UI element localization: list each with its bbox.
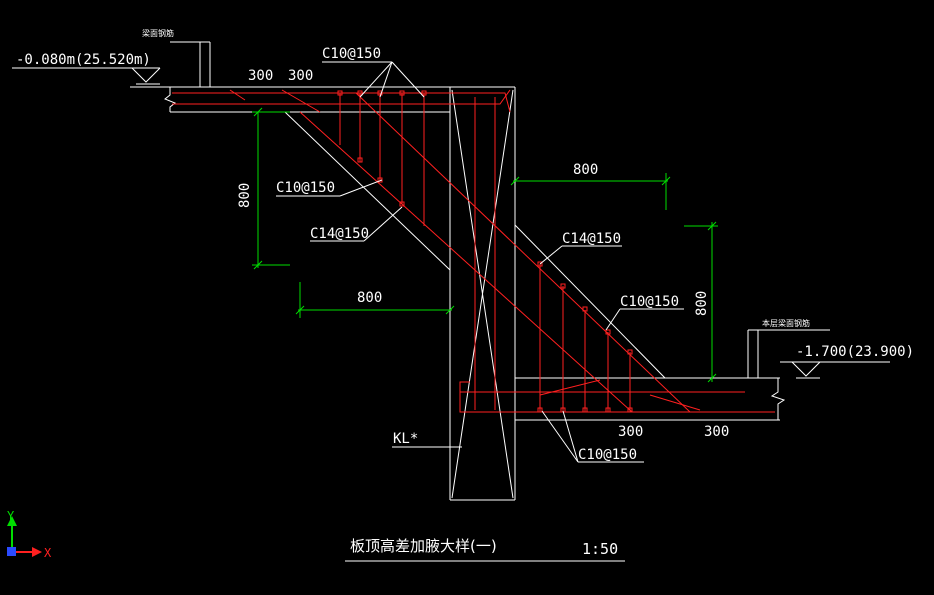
rebar (172, 89, 775, 413)
ucs-x-label: X (44, 546, 52, 560)
dim-left-800-horizontal: 800 (357, 290, 382, 306)
leaders (276, 61, 684, 463)
callout-right-c14: C14@150 (562, 231, 621, 247)
elevation-marker-upper: -0.080m(25.520m) (12, 52, 161, 85)
ucs-origin-icon (7, 547, 16, 556)
callout-top-c10: C10@150 (322, 46, 381, 62)
elevation-marker-lower: -1.700(23.900) (780, 344, 914, 379)
callout-kl: KL* (393, 431, 418, 447)
dim-top-300b: 300 (288, 68, 313, 84)
drawing-scale: 1:50 (582, 540, 618, 558)
elevation-lower-text: -1.700(23.900) (796, 344, 914, 360)
ucs-y-label: Y (7, 509, 15, 523)
dim-left-800-vertical: 800 (237, 183, 253, 208)
ucs-icon: Y X (7, 509, 52, 560)
drawing-title: 板顶高差加腋大样(一) (350, 537, 497, 555)
dim-right-800-vertical: 800 (694, 291, 710, 316)
note-lower: 本层梁面钢筋 (762, 318, 810, 328)
callout-left-c10: C10@150 (276, 180, 335, 196)
note-upper: 梁面钢筋 (142, 28, 174, 38)
elevation-upper-text: -0.080m(25.520m) (16, 52, 151, 68)
dimensions (252, 107, 718, 383)
callout-right-c10: C10@150 (620, 294, 679, 310)
dim-top-300a: 300 (248, 68, 273, 84)
concrete-outline (130, 41, 830, 501)
callout-bottom-c10: C10@150 (578, 447, 637, 463)
dim-bottom-300b: 300 (704, 424, 729, 440)
dim-bottom-300a: 300 (618, 424, 643, 440)
callout-left-c14: C14@150 (310, 226, 369, 242)
dim-right-800-horizontal: 800 (573, 162, 598, 178)
